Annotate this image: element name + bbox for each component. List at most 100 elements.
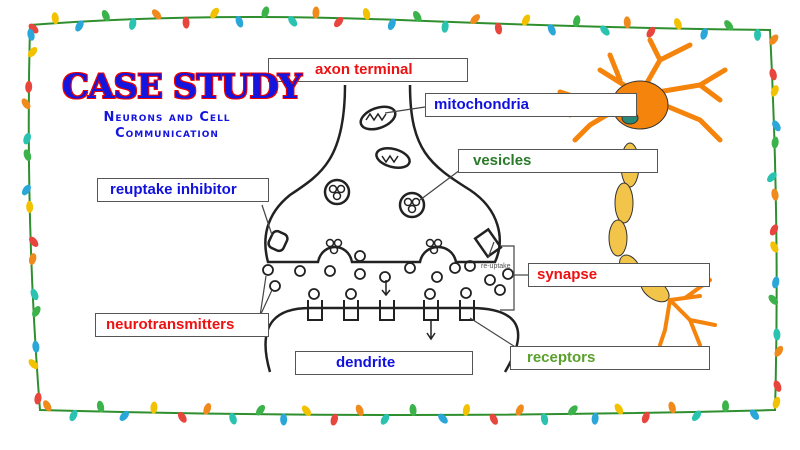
light-bulb	[43, 400, 52, 412]
light-bulb	[568, 405, 578, 416]
light-bulb	[614, 403, 624, 415]
light-bulb	[23, 132, 31, 145]
light-bulb	[774, 345, 784, 357]
light-bulb	[573, 15, 581, 28]
light-bulb	[754, 28, 762, 41]
title-block: CASE STUDY Neurons and Cell Communicatio…	[62, 67, 302, 142]
light-bulb	[355, 404, 364, 417]
neuron-illustration	[557, 37, 728, 347]
light-bulb	[462, 403, 471, 416]
light-bulb	[770, 241, 779, 253]
label-dendrite[interactable]: dendrite	[295, 351, 473, 375]
label-receptors[interactable]: receptors	[510, 346, 710, 370]
label-axon-terminal[interactable]: axon terminal	[268, 58, 468, 82]
light-bulb	[330, 413, 338, 426]
light-bulb	[494, 22, 503, 35]
light-bulb	[69, 409, 78, 422]
light-bulb	[301, 405, 312, 416]
light-bulb	[767, 172, 777, 183]
light-bulb	[409, 404, 417, 417]
light-bulb	[210, 7, 220, 19]
light-bulb	[668, 401, 676, 414]
light-bulb	[34, 392, 42, 405]
light-bulb	[749, 409, 760, 420]
light-bulb	[333, 16, 344, 28]
light-bulb	[51, 12, 59, 25]
light-bulb	[255, 404, 266, 416]
light-bulb	[26, 200, 34, 213]
reuptake-inhibitor-shape	[267, 229, 289, 253]
light-bulb	[646, 26, 656, 38]
light-bulb	[96, 400, 105, 413]
light-bulb	[32, 340, 40, 353]
light-bulb	[769, 224, 779, 236]
light-bulb	[28, 359, 39, 370]
light-bulb	[288, 15, 298, 27]
light-bulb	[23, 149, 32, 161]
light-bulb	[27, 28, 35, 41]
mitochondrion	[359, 105, 397, 131]
light-bulb	[261, 6, 270, 19]
light-bulb	[101, 9, 110, 22]
light-bulb	[623, 16, 631, 29]
light-bulb	[600, 25, 610, 36]
light-bulb	[489, 413, 498, 425]
label-reuptake-inhibitor[interactable]: reuptake inhibitor	[97, 178, 269, 202]
light-bulb	[32, 306, 41, 317]
reuptake-pump	[473, 227, 503, 259]
light-bulb	[547, 24, 556, 36]
light-bulb	[521, 14, 531, 26]
light-bulb	[773, 328, 781, 341]
light-bulb	[515, 404, 524, 416]
light-bulb	[29, 236, 39, 247]
light-bulb	[772, 396, 781, 409]
label-vesicles[interactable]: vesicles	[458, 149, 658, 173]
light-bulb	[691, 410, 702, 422]
light-bulb	[591, 412, 599, 425]
light-bulb	[441, 20, 449, 33]
label-synapse[interactable]: synapse	[528, 263, 710, 287]
light-bulb	[151, 9, 162, 20]
light-bulb	[380, 413, 390, 425]
page-title: CASE STUDY	[62, 67, 302, 107]
light-bulb	[203, 403, 212, 415]
light-bulb	[229, 412, 237, 425]
light-bulb	[700, 27, 708, 40]
light-bulb	[769, 68, 777, 81]
light-bulb	[235, 15, 244, 28]
light-bulb	[772, 120, 781, 132]
light-bulb	[182, 16, 190, 29]
light-bulb	[21, 98, 31, 110]
light-bulb	[769, 34, 779, 45]
light-bulb	[280, 413, 288, 426]
light-bulb	[724, 20, 734, 31]
label-mitochondria[interactable]: mitochondria	[425, 93, 637, 117]
re-uptake-text: re-uptake	[481, 263, 511, 270]
light-bulb	[25, 80, 33, 93]
light-bulb	[28, 253, 37, 265]
light-bulb	[771, 188, 779, 201]
light-bulb	[21, 184, 31, 196]
label-neurotransmitters[interactable]: neurotransmitters	[95, 313, 269, 337]
light-bulb	[722, 400, 730, 413]
axon-terminal-outline	[264, 84, 501, 264]
vesicle	[398, 191, 426, 219]
light-bulb	[312, 6, 320, 19]
light-bulb	[674, 18, 682, 30]
light-bulb	[770, 85, 779, 97]
light-bulb	[387, 18, 396, 31]
light-bulb	[412, 10, 422, 22]
subtitle-line-1: Neurons and Cell	[103, 110, 231, 125]
light-bulb	[641, 411, 650, 424]
light-bulb	[129, 18, 137, 30]
light-bulb	[773, 380, 782, 392]
receptors	[307, 300, 475, 321]
neurotransmitters	[262, 250, 514, 300]
light-bulb	[27, 46, 38, 58]
light-bulb	[150, 401, 158, 414]
light-bulb	[177, 411, 187, 423]
light-bulb	[75, 20, 84, 32]
light-bulb	[119, 410, 130, 421]
light-bulb	[30, 288, 39, 301]
